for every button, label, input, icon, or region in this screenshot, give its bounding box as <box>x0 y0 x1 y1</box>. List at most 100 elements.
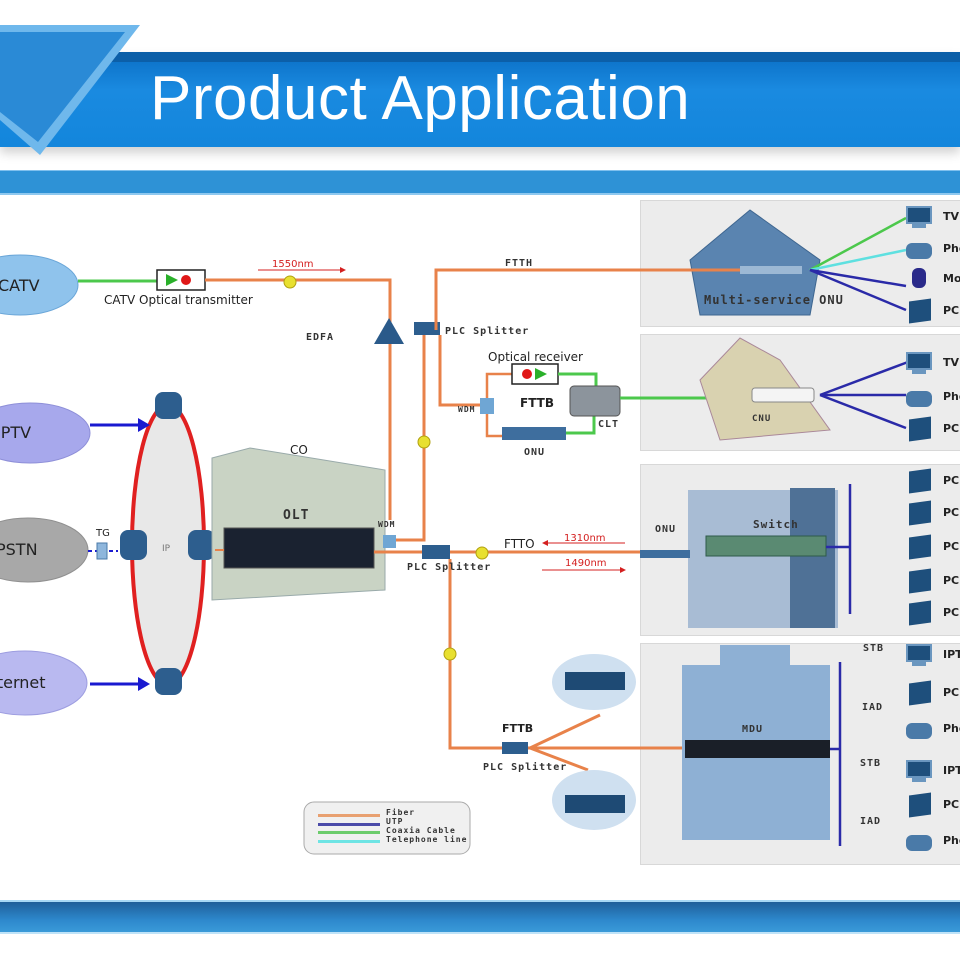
pc-icon <box>906 568 934 594</box>
wavelength-1310-label: 1310nm <box>564 533 606 544</box>
remote-user-icon-top <box>552 654 636 710</box>
legend-line-telephone <box>318 840 380 843</box>
endpoint-label: Phone <box>943 390 960 403</box>
router-icon-top <box>155 392 182 419</box>
arrow-iptv-icon <box>138 418 150 432</box>
fiber-fttb-bottom <box>448 559 502 750</box>
endpoint-label: IPTV <box>943 648 960 661</box>
catv-cloud-icon <box>0 254 79 316</box>
fttb-bottom-label: FTTB <box>502 722 534 735</box>
endpoint-label: PC <box>943 422 960 435</box>
endpoint-label: PC <box>943 606 960 619</box>
plc-splitter-icon-bottom <box>502 742 528 754</box>
pc-icon <box>906 534 934 560</box>
onu-small-label: ONU <box>524 447 546 458</box>
endpoint-label: PC <box>943 506 960 519</box>
fttb-top-label: FTTB <box>520 396 554 410</box>
co-label: CO <box>290 443 308 457</box>
iptv-cloud-icon <box>0 402 91 464</box>
fiber-1550 <box>205 278 392 520</box>
fiber-connector-icon <box>417 435 431 449</box>
plc-splitter-main-label: PLC Splitter <box>407 562 492 573</box>
tv-icon <box>906 206 934 230</box>
remote-user-icon-bottom <box>552 770 636 830</box>
wavelength-1550-label: 1550nm <box>272 259 314 270</box>
multi-service-onu-label: Multi-service ONU <box>704 293 844 307</box>
endpoint-label: Phone <box>943 834 960 847</box>
multi-service-onu-icon <box>740 266 802 274</box>
sub-band <box>0 170 960 195</box>
optical-receiver-label: Optical receiver <box>488 350 583 364</box>
arrow-internet-icon <box>138 677 150 691</box>
plc-splitter-bottom-label: PLC Splitter <box>483 762 568 773</box>
mdu-label: MDU <box>742 724 764 735</box>
endpoint-label: TV <box>943 356 960 369</box>
legend-label-fiber: Fiber <box>386 808 416 817</box>
wavelength-1490-label: 1490nm <box>565 558 607 569</box>
fiber-connector-icon <box>443 647 457 661</box>
internet-cloud-icon <box>0 650 88 716</box>
wdm-small-icon <box>480 398 494 414</box>
legend-label-telephone: Telephone line <box>386 835 468 844</box>
plc-splitter-top-label: PLC Splitter <box>445 326 530 337</box>
tg-label: TG <box>96 528 110 539</box>
onu-ftto-icon <box>640 550 690 558</box>
legend-line-fiber <box>318 814 380 817</box>
switch-label: Switch <box>753 518 799 531</box>
house-icon <box>689 209 821 316</box>
endpoint-label: Phone <box>943 242 960 255</box>
pc-icon <box>906 500 934 526</box>
phone-icon <box>906 238 934 262</box>
mdu-device-icon <box>685 740 830 758</box>
ftth-label: FTTH <box>505 258 534 269</box>
phone-icon <box>906 830 934 854</box>
cnu-label: CNU <box>752 414 772 424</box>
modem-icon <box>906 268 934 292</box>
catv-transmitter-label: CATV Optical transmitter <box>104 293 253 307</box>
tv-icon <box>906 352 934 376</box>
clt-label: CLT <box>598 419 620 430</box>
onu-ftto-label: ONU <box>655 524 677 535</box>
edfa-icon <box>374 318 404 344</box>
header-band-top-edge <box>60 52 960 62</box>
endpoint-label: TV <box>943 210 960 223</box>
pc-icon <box>906 600 934 626</box>
endpoint-label: Phone <box>943 722 960 735</box>
pc-icon <box>906 416 934 442</box>
legend-line-utp <box>318 823 380 826</box>
fiber-ftth <box>434 268 740 330</box>
internet-label: Internet <box>0 673 46 692</box>
pc-icon <box>906 680 934 706</box>
fiber-fttb-top <box>438 335 480 407</box>
fiber-wdm-upper <box>396 330 426 542</box>
router-icon-bottom <box>155 668 182 695</box>
endpoint-label: PC <box>943 574 960 587</box>
legend-label-coax: Coaxia Cable <box>386 826 456 835</box>
phone-icon <box>906 718 934 742</box>
tv-icon <box>906 644 934 668</box>
iad-label-1: IAD <box>862 702 884 713</box>
endpoint-label: IPTV <box>943 764 960 777</box>
header-triangle-icon <box>0 25 140 155</box>
fiber-connector-icon <box>283 275 297 289</box>
tv-icon <box>906 760 934 784</box>
endpoint-label: Modem <box>943 272 960 285</box>
footer-band <box>0 900 960 934</box>
clt-icon <box>569 385 621 417</box>
header-band <box>0 52 960 147</box>
switch-icon <box>705 535 827 557</box>
ip-label: IP <box>162 544 171 554</box>
endpoint-label: PC <box>943 686 960 699</box>
endpoint-label: PC <box>943 474 960 487</box>
co-building-icon <box>211 447 386 601</box>
olt-label: OLT <box>283 508 310 523</box>
wdm-icon <box>383 535 396 548</box>
onu-small-icon <box>502 427 566 440</box>
endpoint-label: PC <box>943 304 960 317</box>
wdm-label: WDM <box>378 520 396 529</box>
catv-label: CATV <box>0 276 40 295</box>
stb-label-2: STB <box>860 758 882 769</box>
iptv-label: IPTV <box>0 423 32 442</box>
legend-line-coax <box>318 831 380 834</box>
